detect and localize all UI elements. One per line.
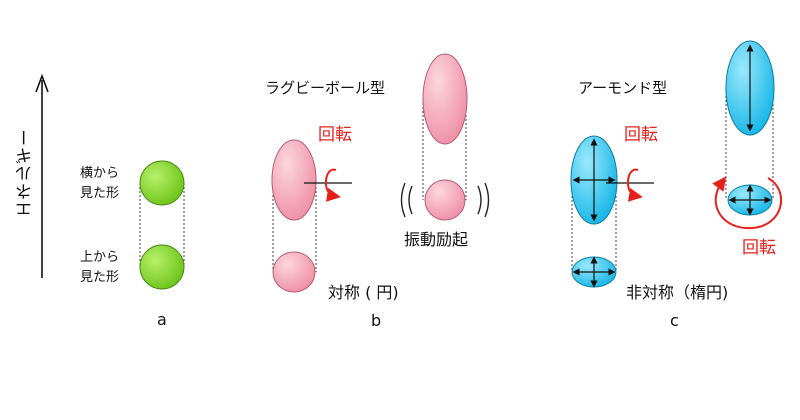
panel-b-shapes (271, 53, 490, 293)
panel-b-title: ラグビーボール型 (265, 79, 386, 97)
vibration-label: 振動励起 (404, 230, 469, 249)
panel-c-letter: c (670, 311, 679, 330)
rotation-arrow-c-bottom (712, 176, 783, 230)
top-view-label: 上から 見た形 (80, 250, 120, 285)
panel-c-title: アーモンド型 (578, 79, 668, 97)
symmetry-label: 対称 ( 円) (328, 283, 399, 302)
rotation-label-b: 回転 (318, 125, 352, 145)
energy-axis-label: エネルギー (16, 128, 36, 218)
vibration-marks-icon (400, 182, 490, 218)
rotation-label-c-bottom: 回転 (742, 238, 776, 258)
rugby-ball-excited-side-view (422, 53, 468, 145)
panel-a-shapes (139, 160, 185, 290)
panel-b-letter: b (371, 311, 382, 330)
rotation-arrow-c (627, 168, 643, 202)
sphere-top-view (139, 244, 185, 290)
asymmetry-label: 非対称（楕円) (626, 283, 729, 302)
panel-a-letter: a (157, 310, 167, 329)
energy-axis-arrow (35, 73, 49, 278)
panel-c-shapes (570, 40, 783, 288)
rugby-ball-side-view (271, 139, 317, 221)
rotation-label-c-top: 回転 (624, 125, 658, 145)
sphere-side-view (139, 160, 185, 206)
rotation-arrow-b (325, 168, 341, 202)
rugby-ball-excited-top-view (424, 179, 466, 221)
rugby-ball-top-view (272, 251, 316, 293)
side-view-label: 横から 見た形 (80, 166, 120, 201)
